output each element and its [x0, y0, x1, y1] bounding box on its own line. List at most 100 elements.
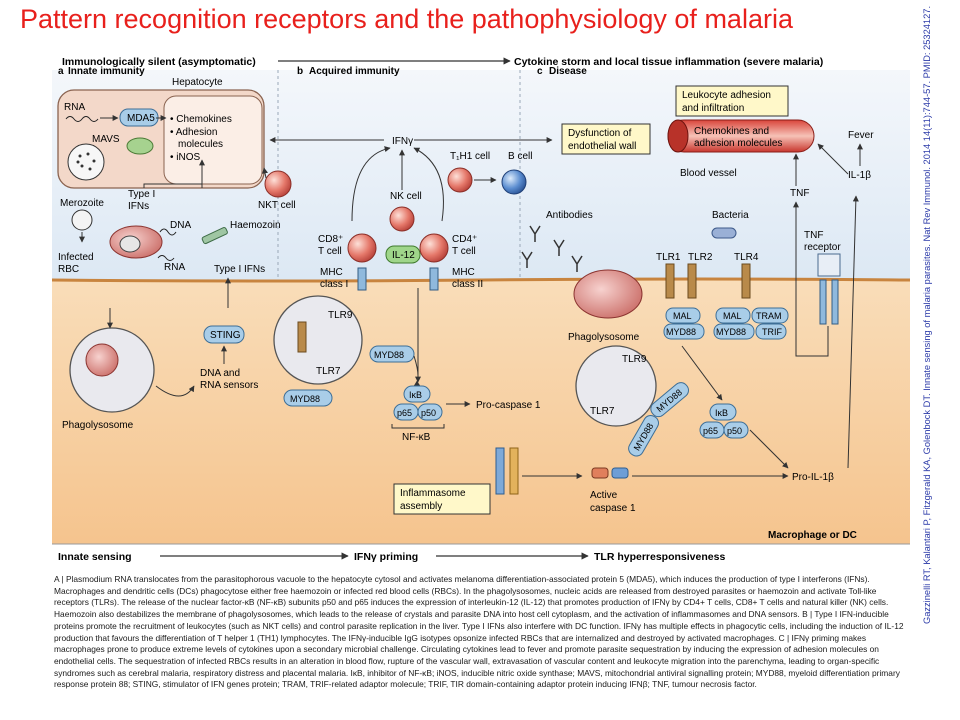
tlr1-receptor-icon — [665, 263, 675, 299]
tnf-label: TNF — [790, 188, 809, 199]
macrophage-dc-label: Macrophage or DC — [768, 530, 857, 541]
nk-cell-icon — [389, 206, 415, 232]
inflammasome-icon-2 — [509, 447, 519, 495]
sting-protein — [203, 325, 245, 344]
mitochondrion-icon — [126, 137, 154, 155]
phagolysosome-label: Phagolysosome — [62, 420, 134, 431]
mhc2-label-a: MHC — [452, 267, 475, 278]
myd88-c1-label: MYD88 — [666, 327, 696, 337]
cd4-label-a: CD4⁺ — [452, 234, 477, 245]
mhc2-label-b: class II — [452, 279, 483, 290]
pro-il1b-label: Pro-IL-1β — [792, 472, 834, 483]
myd88-c3-protein — [650, 382, 689, 418]
active-caspase-label-a: Active — [590, 490, 618, 501]
merozoite-icon — [71, 209, 93, 231]
ikb-c-protein — [709, 403, 737, 421]
p65-c-label: p65 — [703, 426, 718, 436]
phagolysosome-b-icon — [273, 295, 363, 385]
bottom-axis-middle: IFNγ priming — [354, 551, 418, 563]
top-axis-right: Cytokine storm and local tissue inflamma… — [514, 56, 823, 68]
pro-il1b-to-il1b-arrow — [847, 195, 859, 469]
tnf-receptor-icon — [817, 253, 841, 277]
cd4-to-ifng-arrow — [413, 147, 444, 222]
cd8-label-a: CD8⁺ — [318, 234, 343, 245]
ikb-c-label: IκB — [715, 408, 728, 418]
active-caspase-icon — [591, 467, 609, 479]
ikb-label: IκB — [409, 390, 422, 400]
tlr1-label: TLR1 — [656, 252, 681, 263]
nk-cell-label: NK cell — [390, 191, 422, 202]
adhesion-label-2: molecules — [178, 139, 223, 150]
antibodies-label: Antibodies — [546, 210, 593, 221]
tnf-receptor-signal-arrow — [793, 201, 829, 357]
haemozoin-label: Haemozoin — [230, 220, 281, 231]
type1-ifns-label-b: IFNs — [128, 201, 149, 212]
cd4-label-b: T cell — [452, 246, 476, 257]
il12-protein — [385, 245, 421, 264]
rna-top-label: RNA — [64, 102, 85, 113]
section-c-title: Disease — [549, 66, 587, 77]
b-cell-icon — [501, 169, 527, 195]
tlr4-label: TLR4 — [734, 252, 759, 263]
mal2-label: MAL — [723, 311, 742, 321]
type1-ifn-bracket — [143, 183, 203, 188]
dna-rna-sensors-label-b: RNA sensors — [200, 380, 258, 391]
myd88-c4-protein — [628, 415, 660, 457]
rna-rbc-label: RNA — [164, 262, 185, 273]
mhc1-receptor-icon — [357, 267, 367, 291]
p65-label: p65 — [397, 408, 412, 418]
myd88-b2-protein — [283, 389, 333, 407]
nkt-cell-icon — [264, 170, 292, 198]
pro-caspase1-label: Pro-caspase 1 — [476, 400, 541, 411]
dysfunction-label-b: endothelial wall — [568, 141, 636, 152]
leukocyte-adhesion-box — [675, 85, 789, 117]
p50-protein — [417, 403, 443, 421]
engulfed-rbc-icon — [85, 343, 119, 377]
section-a-title: Innate immunity — [68, 66, 145, 77]
tnf-receptor-label-b: receptor — [804, 242, 841, 253]
chemokines-label: • Chemokines — [170, 114, 232, 125]
blood-vessel-label: Blood vessel — [680, 168, 737, 179]
bacteria-label: Bacteria — [712, 210, 749, 221]
myd88-c1-protein — [663, 323, 705, 340]
rna-wave-icon — [65, 116, 99, 122]
dna-strand-icon — [159, 228, 177, 236]
tlr7-label: TLR7 — [316, 366, 341, 377]
mavs-label: MAVS — [92, 134, 120, 145]
bacteria-icon — [711, 227, 737, 239]
trif-protein — [755, 323, 787, 340]
p50-label: p50 — [421, 408, 436, 418]
citation-text: Gazzinelli RT, Kalantari P, Fitzgerald K… — [922, 5, 932, 625]
p50-c-protein — [723, 421, 749, 439]
p50-c-label: p50 — [727, 426, 742, 436]
th1-cell-icon — [447, 167, 473, 193]
active-caspase-label-b: caspase 1 — [590, 503, 636, 514]
tlr9-receptor-icon — [297, 321, 307, 353]
b-cell-label: B cell — [508, 151, 532, 162]
leukocyte-label-b: and infiltration — [682, 103, 744, 114]
bottom-axis-left: Innate sensing — [58, 551, 132, 563]
trif-label: TRIF — [762, 327, 782, 337]
mhc2-receptor-icon — [429, 267, 439, 291]
myd88-to-ikb-c-arrow — [681, 345, 723, 401]
opsonized-rbc-icon — [573, 269, 643, 319]
phagolysosome-c-label: Phagolysosome — [568, 332, 640, 343]
fever-label: Fever — [848, 130, 874, 141]
cd8-to-ifng-arrow — [351, 146, 391, 222]
antibody-icons — [521, 225, 583, 272]
mal-label: MAL — [673, 311, 692, 321]
parasite-vacuole-icon — [67, 143, 105, 181]
cd8-t-cell-icon — [347, 233, 377, 263]
release-arrow — [155, 385, 195, 397]
section-c-letter-text: c — [537, 66, 543, 77]
myd88-c2-label: MYD88 — [716, 327, 746, 337]
cell-membrane — [52, 277, 910, 283]
hepatocyte-label: Hepatocyte — [172, 77, 223, 88]
inflammasome-box — [393, 483, 491, 515]
inos-label: • iNOS — [170, 152, 201, 163]
infected-rbc-label-a: Infected — [58, 252, 94, 263]
vessel-end-icon — [667, 119, 689, 153]
myd88-b1-label: MYD88 — [374, 350, 404, 360]
phagolysosome-c-icon — [575, 345, 657, 427]
hepatocyte-nucleus — [163, 95, 263, 185]
